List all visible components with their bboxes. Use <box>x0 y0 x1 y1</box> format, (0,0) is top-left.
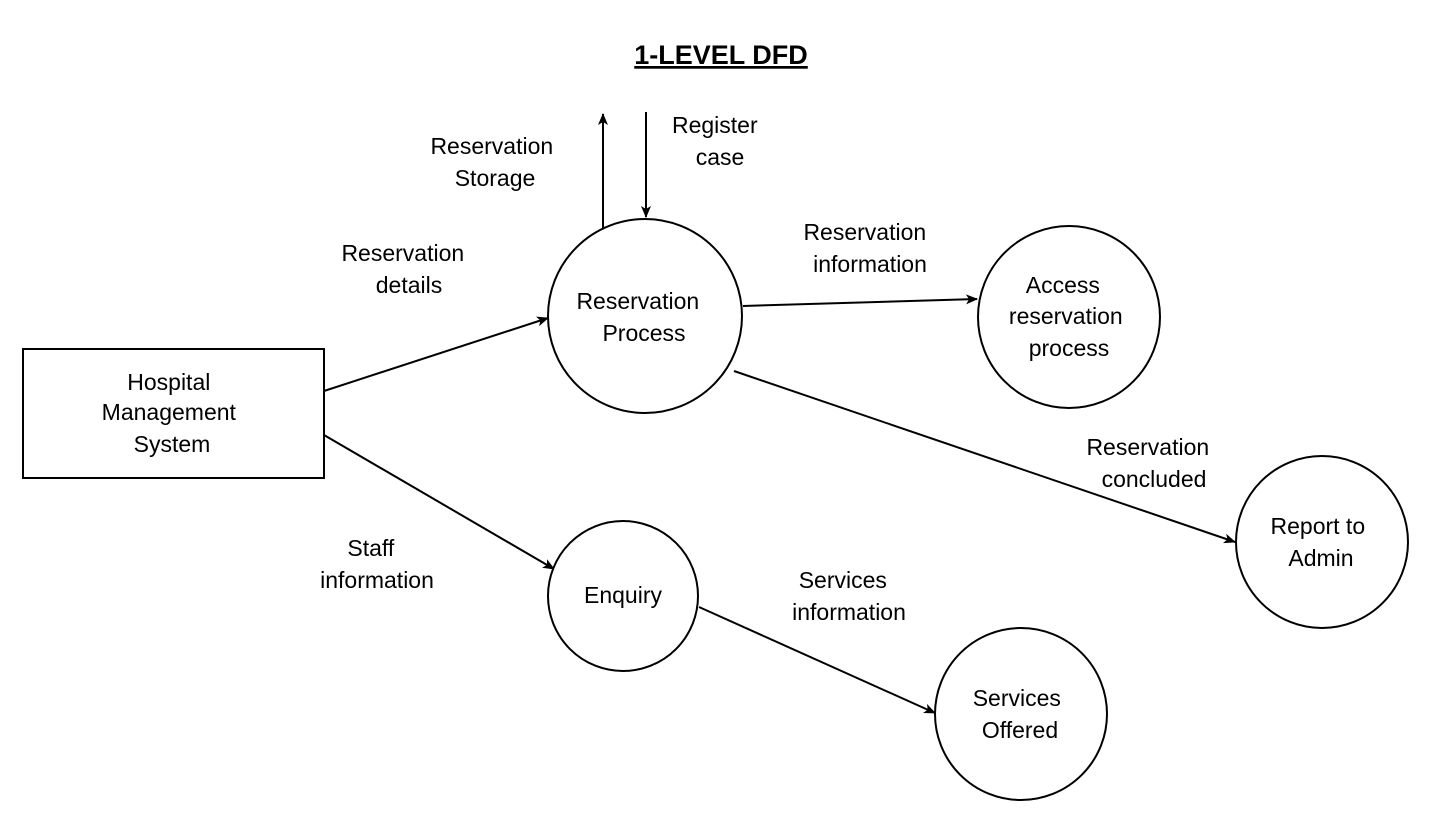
flow-label-reservation-concluded: Reservation concluded <box>1086 434 1215 492</box>
flow-label-line: details <box>376 272 442 298</box>
access-reservation-process-label: Access reservation process <box>1009 272 1129 361</box>
flow-label-line: Reservation <box>1086 434 1209 460</box>
flow-label-register-case: Register case <box>672 112 764 170</box>
hospital-management-system-label: Hospital Management System <box>102 369 243 457</box>
flow-label-line: Reservation <box>341 240 464 266</box>
access-reservation-line: Access <box>1026 272 1100 298</box>
report-to-admin-node <box>1235 455 1409 629</box>
report-to-admin-line: Admin <box>1288 545 1353 571</box>
services-offered-label: Services Offered <box>973 685 1068 743</box>
flow-label-line: case <box>696 144 745 170</box>
services-offered-node <box>934 627 1108 801</box>
flow-label-line: Services <box>799 567 887 593</box>
report-to-admin-line: Report to <box>1271 513 1366 539</box>
report-to-admin-label: Report to Admin <box>1271 513 1372 571</box>
flow-arrow-reservation-information <box>742 294 978 307</box>
flow-label-line: concluded <box>1102 466 1207 492</box>
hospital-label-line: Management <box>102 399 237 425</box>
flow-label-line: Storage <box>455 165 536 191</box>
hospital-label-line: System <box>134 431 211 457</box>
flow-label-line: information <box>813 251 927 277</box>
diagram-title: 1-LEVEL DFD <box>634 40 808 70</box>
flow-label-reservation-information: Reservation information <box>803 219 932 277</box>
reservation-process-node <box>547 218 743 414</box>
services-offered-line: Services <box>973 685 1061 711</box>
flow-label-staff-information: Staff information <box>320 535 434 593</box>
access-reservation-line: reservation <box>1009 303 1123 329</box>
enquiry-label: Enquiry <box>584 582 662 608</box>
flow-label-line: Register <box>672 112 758 138</box>
reservation-process-label: Reservation Process <box>576 288 705 346</box>
services-offered-line: Offered <box>982 717 1058 743</box>
flow-label-line: Reservation <box>430 133 553 159</box>
access-reservation-line: process <box>1029 335 1110 361</box>
hospital-label-line: Hospital <box>127 369 210 395</box>
flow-label-line: Staff <box>347 535 394 561</box>
flow-label-line: information <box>320 567 434 593</box>
hospital-management-system-entity <box>22 348 325 479</box>
flow-label-services-information: Services information <box>792 567 906 625</box>
flow-label-line: information <box>792 599 906 625</box>
flow-arrow-reservation-details <box>323 316 549 392</box>
flow-label-line: Reservation <box>803 219 926 245</box>
flow-arrow-reservation-concluded <box>733 370 1236 544</box>
flow-label-reservation-storage: Reservation Storage <box>430 133 559 191</box>
access-reservation-process-node <box>977 225 1161 409</box>
flow-arrow-services-information <box>698 606 936 714</box>
reservation-process-line: Reservation <box>576 288 699 314</box>
flow-arrow-staff-information <box>323 434 555 570</box>
reservation-process-line: Process <box>602 320 685 346</box>
flow-label-reservation-details: Reservation details <box>341 240 470 298</box>
enquiry-node <box>547 520 699 672</box>
